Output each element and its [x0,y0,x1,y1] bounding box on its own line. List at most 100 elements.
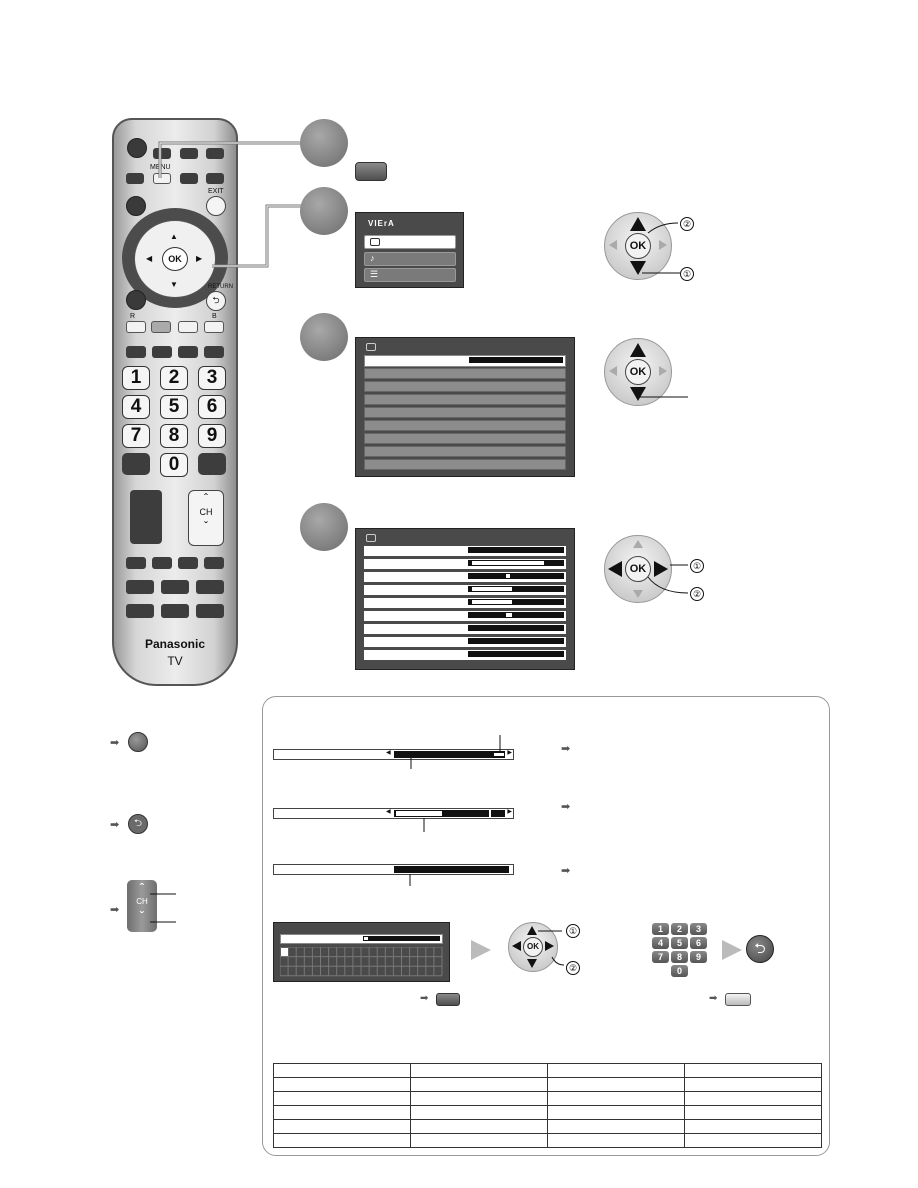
char-pad-callouts [538,930,565,966]
menu-item-sound[interactable]: ♪ [364,252,456,266]
digit-button-7[interactable]: 7 [122,424,150,448]
media-button-4[interactable] [126,604,154,618]
ch-label: CH [136,897,148,906]
down-arrow-icon [527,959,537,968]
green-button[interactable] [151,321,171,333]
digit-button-4[interactable]: 4 [122,395,150,419]
left-arrow-icon: ◀ [386,809,391,815]
channel-callout-lines [150,893,176,923]
media-button-2[interactable] [161,580,189,594]
func-button-1[interactable] [126,346,146,358]
menu-item-setup[interactable]: ☰ [364,268,456,282]
remote-model: TV [167,654,183,668]
small-button-2[interactable] [152,557,172,569]
menu-row[interactable] [364,433,566,444]
table-row [273,1119,822,1134]
red-button[interactable] [126,321,146,333]
small-button-3[interactable] [178,557,198,569]
media-button-5[interactable] [161,604,189,618]
left-arrow-icon [512,941,521,951]
menu-button[interactable] [153,173,171,184]
down-arrow-icon[interactable]: ▼ [170,280,178,289]
chevron-up-icon: ˆ [139,880,145,896]
right-arrow-icon[interactable]: ▶ [196,254,203,263]
step-3-circle [300,313,348,361]
menu-row[interactable] [364,598,566,608]
digit-button-5[interactable]: 5 [160,395,188,419]
input-button[interactable] [126,196,146,216]
menu-row[interactable] [364,572,566,582]
arrow-right-icon: ➡ [561,743,571,755]
remote-control: MENU EXIT OK ▲ ▼ ◀ ▶ RETURN ⮌ R B 1 2 3 … [112,118,238,686]
small-button-4[interactable] [204,557,224,569]
menu-row[interactable] [364,394,566,405]
dark-button-left[interactable] [122,453,150,475]
arrow-right-big-icon [471,940,491,960]
digit-button-0[interactable]: 0 [160,453,188,477]
up-arrow-icon [630,217,646,231]
exit-button[interactable] [206,196,226,216]
row2-button-3[interactable] [180,173,198,184]
digit-button-3[interactable]: 3 [198,366,226,390]
menu-row[interactable] [364,446,566,457]
left-arrow-icon[interactable]: ◀ [146,254,153,263]
menu-row-selected[interactable] [364,546,566,556]
power-button[interactable] [127,138,147,158]
step-4-circle [300,503,348,551]
return-key-icon: ⮌ [128,814,148,834]
up-arrow-icon[interactable]: ▲ [170,232,178,241]
selection-bar: ◀ ▶ [273,749,514,760]
digit-button-9[interactable]: 9 [198,424,226,448]
main-menu-screen: VIErA ♪ ☰ [355,212,464,288]
nav-pad[interactable] [134,220,216,298]
blue-button[interactable] [204,321,224,333]
volume-rocker[interactable] [130,490,162,544]
character-grid [280,947,443,977]
ok-button[interactable]: OK [162,247,188,271]
top-button-3[interactable] [206,148,224,159]
menu-row[interactable] [364,407,566,418]
small-button-1[interactable] [126,557,146,569]
row2-button-1[interactable] [126,173,144,184]
yellow-button[interactable] [178,321,198,333]
return-button[interactable]: ⮌ [206,291,226,311]
menu-row[interactable] [364,624,566,634]
table-row [273,1091,822,1106]
func-button-2[interactable] [152,346,172,358]
menu-row-selected[interactable] [364,355,566,367]
func-button-3[interactable] [178,346,198,358]
digit-button-1[interactable]: 1 [122,366,150,390]
digit-button-8[interactable]: 8 [160,424,188,448]
digit-button-2[interactable]: 2 [160,366,188,390]
menu-row[interactable] [364,368,566,379]
option-button[interactable] [126,290,146,310]
menu-row[interactable] [364,637,566,647]
table-row [273,1133,822,1148]
media-button-3[interactable] [196,580,224,594]
menu-row[interactable] [364,611,566,621]
top-button-1[interactable] [153,148,171,159]
digit-button-6[interactable]: 6 [198,395,226,419]
up-arrow-icon [527,926,537,935]
bar1-callouts [410,735,501,769]
menu-row[interactable] [364,459,566,470]
dark-button-right[interactable] [198,453,226,475]
menu-row[interactable] [364,420,566,431]
menu-row[interactable] [364,585,566,595]
callout-lines-3 [647,564,689,594]
connector-lines [158,141,302,268]
table-row [273,1077,822,1092]
top-button-2[interactable] [180,148,198,159]
left-arrow-icon [609,366,617,376]
media-button-1[interactable] [126,580,154,594]
menu-item-picture[interactable] [364,235,456,249]
menu-row[interactable] [364,559,566,569]
row2-button-4[interactable] [206,173,224,184]
ch-label: CH [199,507,213,517]
func-button-4[interactable] [204,346,224,358]
keypad-key-8: 8 [671,951,688,963]
record-button[interactable] [196,604,224,618]
channel-rocker[interactable]: ˆ CH ˇ [188,490,224,546]
menu-row[interactable] [364,650,566,660]
menu-row[interactable] [364,381,566,392]
